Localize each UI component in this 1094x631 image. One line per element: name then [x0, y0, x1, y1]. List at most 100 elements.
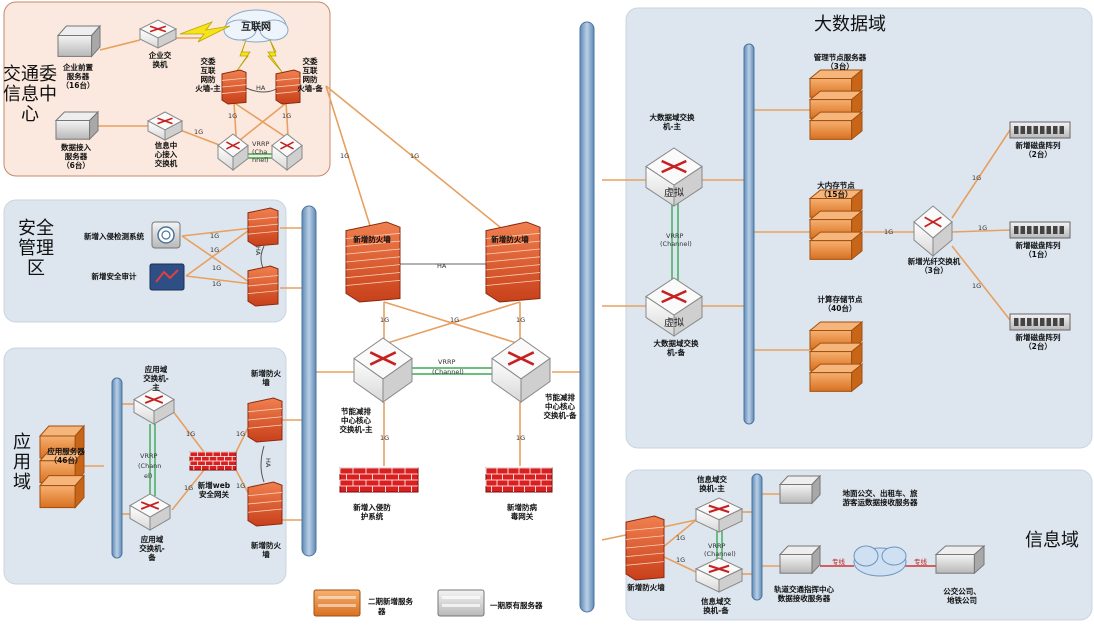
link-1g-s: 1G	[884, 228, 893, 236]
vrrp-label-app: VRRP	[140, 452, 157, 460]
server-icon	[778, 544, 822, 575]
core-switch-main-label: 节能减排	[341, 406, 371, 416]
info-center-switch-label: 交换机	[155, 158, 178, 168]
info-switch-backup-label: 换机-备	[703, 605, 729, 615]
link-1g-h: 1G	[212, 264, 221, 272]
firewall-icon	[221, 69, 247, 105]
legend-existing-servers: 一期原有服务器	[490, 600, 543, 610]
ids-icon	[151, 221, 181, 249]
zone-title-app-line3: 域	[13, 472, 31, 493]
switch-icon	[913, 205, 953, 258]
switch-icon	[353, 337, 413, 403]
ips-label: 护系统	[361, 511, 384, 521]
vrrp-el-app: el)	[144, 472, 152, 480]
app-fw-bottom-label: 新增防火	[251, 540, 281, 550]
server-icon	[54, 110, 100, 141]
info-center-switch-label: 心接入	[155, 149, 178, 159]
dedicated-label-a: 专线	[832, 557, 846, 566]
switch-icon	[694, 557, 744, 593]
ha-label-security: HA	[254, 246, 262, 256]
legend-new-servers-line2: 器	[377, 607, 386, 616]
switch-icon	[271, 133, 303, 172]
enterprise-front-server-label: （16台）	[62, 80, 95, 90]
legend-existing-server-icon	[437, 589, 485, 617]
zone-title-app-line2: 用	[13, 452, 31, 473]
link-1g-p: 1G	[184, 484, 193, 492]
antivirus-label: 毒网关	[511, 511, 534, 521]
core-switch-main-label: 交换机-主	[339, 424, 373, 434]
legend: 二期新增服务 器 一期原有服务器	[313, 589, 543, 617]
transit-servers-label: 地面公交、出租车、旅	[843, 488, 918, 498]
link-labels: HA HA HA HA 1G 1G 1G 1G 1G 1G 1G 1G 1G 1…	[138, 84, 987, 566]
enterprise-front-server-label: 企业前置	[62, 62, 93, 72]
link-1g-b: 1G	[228, 112, 237, 120]
enterprise-switch-label: 换机	[153, 59, 168, 69]
info-switch-backup-label: 信息域交	[701, 596, 731, 606]
zone-title-security-line1: 安全	[18, 218, 54, 239]
lightning-icon	[267, 39, 283, 73]
link-1g-k: 1G	[516, 316, 525, 324]
rail-servers-label: 轨道交通指挥中心	[774, 584, 834, 594]
trunks	[111, 21, 763, 613]
core-switch-backup-label: 节能减排	[545, 392, 575, 402]
disk-array-3-label: （2台）	[1024, 341, 1052, 351]
link-1g-r: 1G	[236, 482, 245, 490]
firewall-brick-icon	[339, 467, 419, 493]
disk-array-icon	[1009, 221, 1071, 239]
zone-title-security-line3: 区	[27, 258, 45, 279]
link-1g-v: 1G	[972, 282, 981, 290]
switch-icon	[694, 497, 744, 533]
fw-main-label: 互联	[201, 65, 216, 75]
disk-array-1-label: （2台）	[1024, 149, 1052, 159]
link-1g-n: 1G	[516, 434, 525, 442]
link-1g-x: 1G	[676, 556, 685, 564]
app-switch-backup-label: 交换机-	[139, 543, 165, 553]
firewall-brick-icon	[189, 451, 237, 471]
trunk-app	[111, 377, 123, 559]
firewall-icon	[247, 265, 279, 307]
fc-switch-label: 新增光纤交换机	[908, 256, 961, 266]
legend-new-servers-line1: 二期新增服务	[368, 596, 413, 606]
enterprise-front-server-label: 服务器	[67, 71, 90, 81]
audit-icon	[149, 263, 185, 291]
rail-servers-label: 数据接收服务器	[778, 593, 831, 603]
firewall-icon	[345, 221, 401, 303]
link-1g-u: 1G	[978, 224, 987, 232]
app-fw-bottom-label: 墙	[262, 549, 270, 559]
bus-company-label: 地铁公司	[947, 595, 977, 605]
info-fw-label: 新增防火墙	[627, 582, 665, 592]
fw-backup-label: 火墙-备	[297, 83, 323, 93]
firewall-icon	[485, 221, 541, 303]
firewall-icon	[247, 207, 279, 247]
server-icon	[56, 24, 102, 58]
server-icon	[934, 544, 986, 575]
app-switch-main-label: 应用域	[145, 364, 168, 374]
info-switch-main-label: 换机-主	[699, 483, 725, 493]
ids-label: 新增入侵检测系统	[84, 231, 144, 241]
mgmt-nodes-label: （3台）	[826, 61, 854, 71]
core-fw-left-label: 新增防火墙	[353, 234, 391, 244]
internet-label: 互联网	[241, 20, 271, 33]
memory-nodes-label: 大内存节点	[817, 180, 855, 190]
fc-switch-label: （3台）	[920, 265, 948, 275]
zone-title-security-line2: 管理	[18, 238, 54, 259]
link-1g-f: 1G	[210, 232, 219, 240]
data-access-server-label: 服务器	[65, 151, 88, 161]
server-icon	[808, 68, 864, 141]
lightning-icon	[179, 21, 231, 43]
ha-label-core: HA	[437, 262, 447, 270]
channel-label-core: (Channel)	[432, 368, 464, 376]
link-1g-l: 1G	[450, 316, 459, 324]
server-icon	[808, 320, 864, 393]
bd-switch-main-label: 大数据域交换	[650, 112, 695, 122]
link-1g-q: 1G	[236, 430, 245, 438]
vrrp-label-core: VRRP	[438, 358, 455, 366]
link-1g-t: 1G	[972, 174, 981, 182]
ips-label: 新增入侵防	[353, 502, 391, 512]
switch-icon: 虚拟	[645, 277, 703, 337]
app-fw-top-label: 墙	[262, 377, 270, 387]
switch-icon	[132, 387, 176, 425]
link-1g-e: 1G	[410, 152, 419, 160]
server-icon	[778, 474, 822, 505]
link-1g-j: 1G	[380, 316, 389, 324]
